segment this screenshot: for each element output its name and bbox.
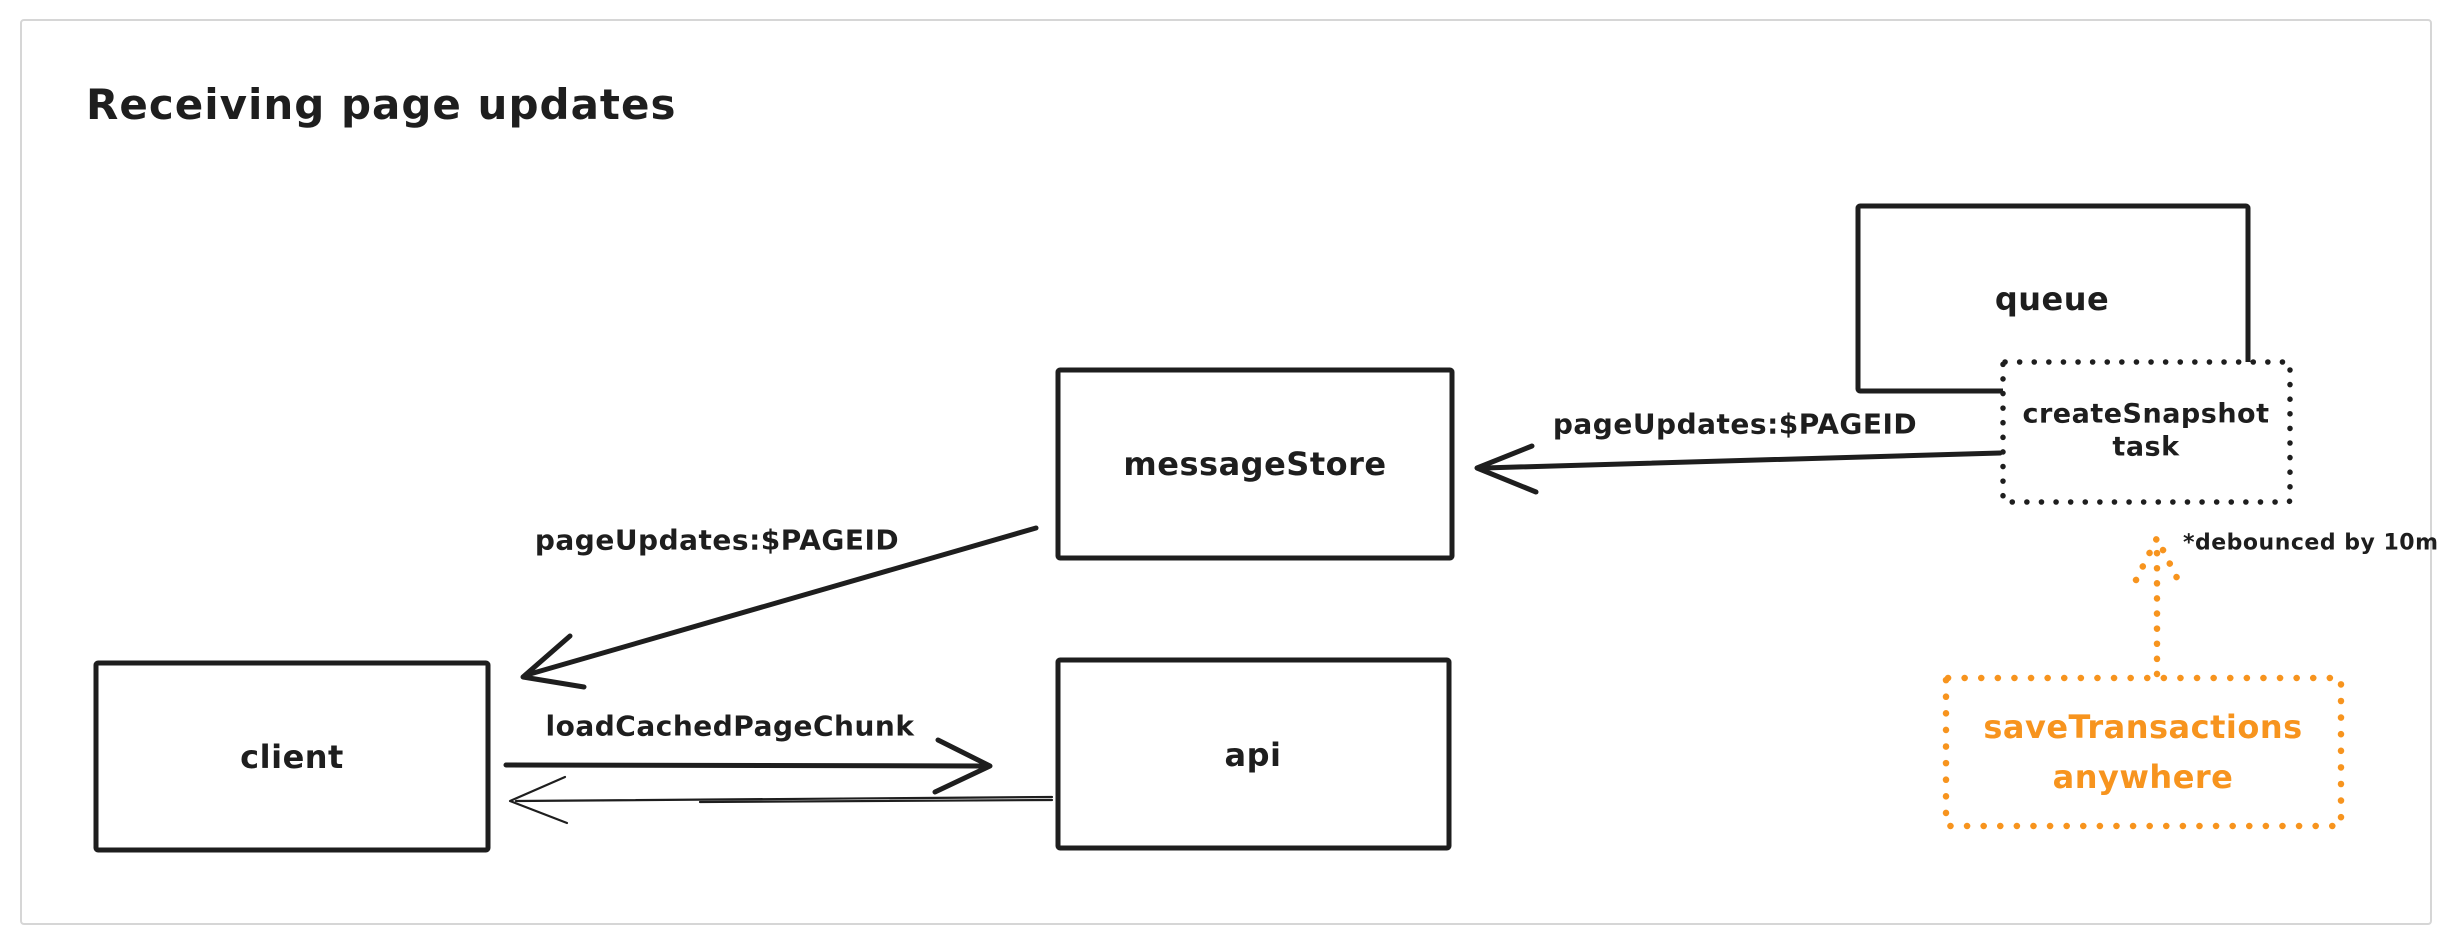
message-store-node-label: messageStore [1123, 445, 1387, 483]
arrow-client-to-api [503, 737, 993, 795]
create-snapshot-task-node-box [2000, 359, 2293, 505]
edge-label-client-to-api: loadCachedPageChunk [545, 709, 915, 743]
diagram-title: Receiving page updates [86, 80, 677, 129]
debounce-note: *debounced by 10m [2183, 530, 2439, 556]
create-snapshot-task-label-line1: createSnapshot [2022, 398, 2270, 430]
arrow-message-store-to-client [520, 525, 1039, 690]
queue-node-label: queue [1994, 280, 2110, 318]
edge-label-message-store-to-client: pageUpdates:$PAGEID [534, 523, 900, 557]
save-transactions-label-line2: anywhere [2052, 758, 2234, 796]
save-transactions-node-box [1942, 674, 2345, 830]
edge-label-task-to-message-store: pageUpdates:$PAGEID [1552, 407, 1918, 441]
arrow-task-to-message-store [1474, 443, 2003, 495]
arrow-api-to-client [508, 775, 1054, 825]
api-node-label: api [1224, 736, 1282, 774]
arrow-save-transactions-to-task [2132, 534, 2182, 678]
client-node-box [93, 660, 491, 853]
message-store-node-box [1055, 367, 1455, 561]
create-snapshot-task-label-line2: task [2112, 431, 2180, 463]
api-node-box [1055, 657, 1452, 851]
save-transactions-label-line1: saveTransactions [1983, 708, 2303, 746]
client-node-label: client [240, 738, 344, 776]
